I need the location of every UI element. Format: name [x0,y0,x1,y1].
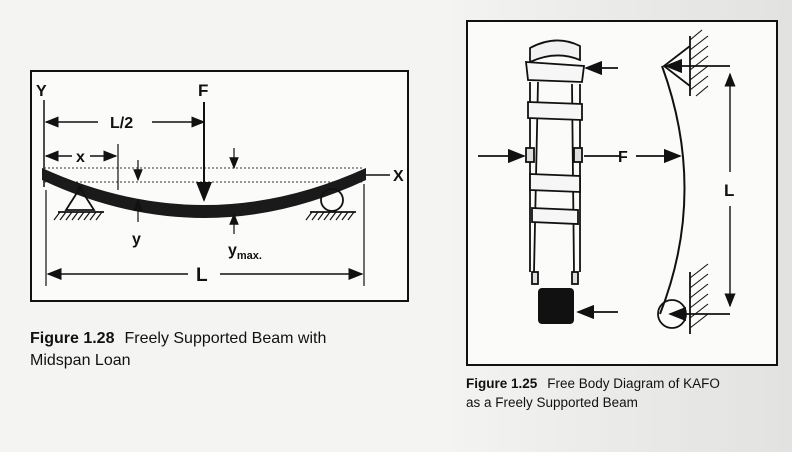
caption-line1: Freely Supported Beam with [124,330,327,347]
kafo-force-label: F [618,149,628,166]
caption-number: Figure 1.28 [30,330,115,347]
pin-support [64,186,96,211]
caption-line1-right: Free Body Diagram of KAFO [547,376,720,391]
roller-support [320,188,344,212]
top-pin-support [662,45,691,87]
y-axis-label: Y [36,83,47,100]
x-axis-label: X [393,168,404,185]
kafo-figure-caption: Figure 1.25 Free Body Diagram of KAFO as … [466,374,786,412]
half-span-label: L/2 [110,115,133,132]
kafo-figure: F L [466,20,778,366]
caption-number-right: Figure 1.25 [466,376,538,391]
length-label: L [724,181,734,200]
bottom-wall-hatch [689,263,709,329]
roller-ground-hatch [305,211,355,221]
foot-pad [538,288,574,324]
y-label: y [132,231,141,248]
beam [42,168,366,218]
pin-ground-hatch [53,211,103,221]
force-label: F [198,81,208,100]
beam-figure-caption: Figure 1.28 Freely Supported Beam with Mi… [30,328,430,372]
caption-line2: Midspan Loan [30,352,131,369]
ymax-label: ymax. [228,242,262,262]
top-wall-hatch [689,29,709,97]
x-label: x [76,149,85,166]
beam-figure: Y X L/2 x F y ymax. [30,70,409,302]
caption-line2-right: as a Freely Supported Beam [466,395,638,410]
beam-diagram: Y X L/2 x F y ymax. [36,81,404,286]
pin-joint [77,185,83,191]
kafo-beam [659,65,686,315]
span-label: L [196,265,208,286]
kafo-diagram: F L [478,29,736,334]
kafo-brace [524,39,586,285]
